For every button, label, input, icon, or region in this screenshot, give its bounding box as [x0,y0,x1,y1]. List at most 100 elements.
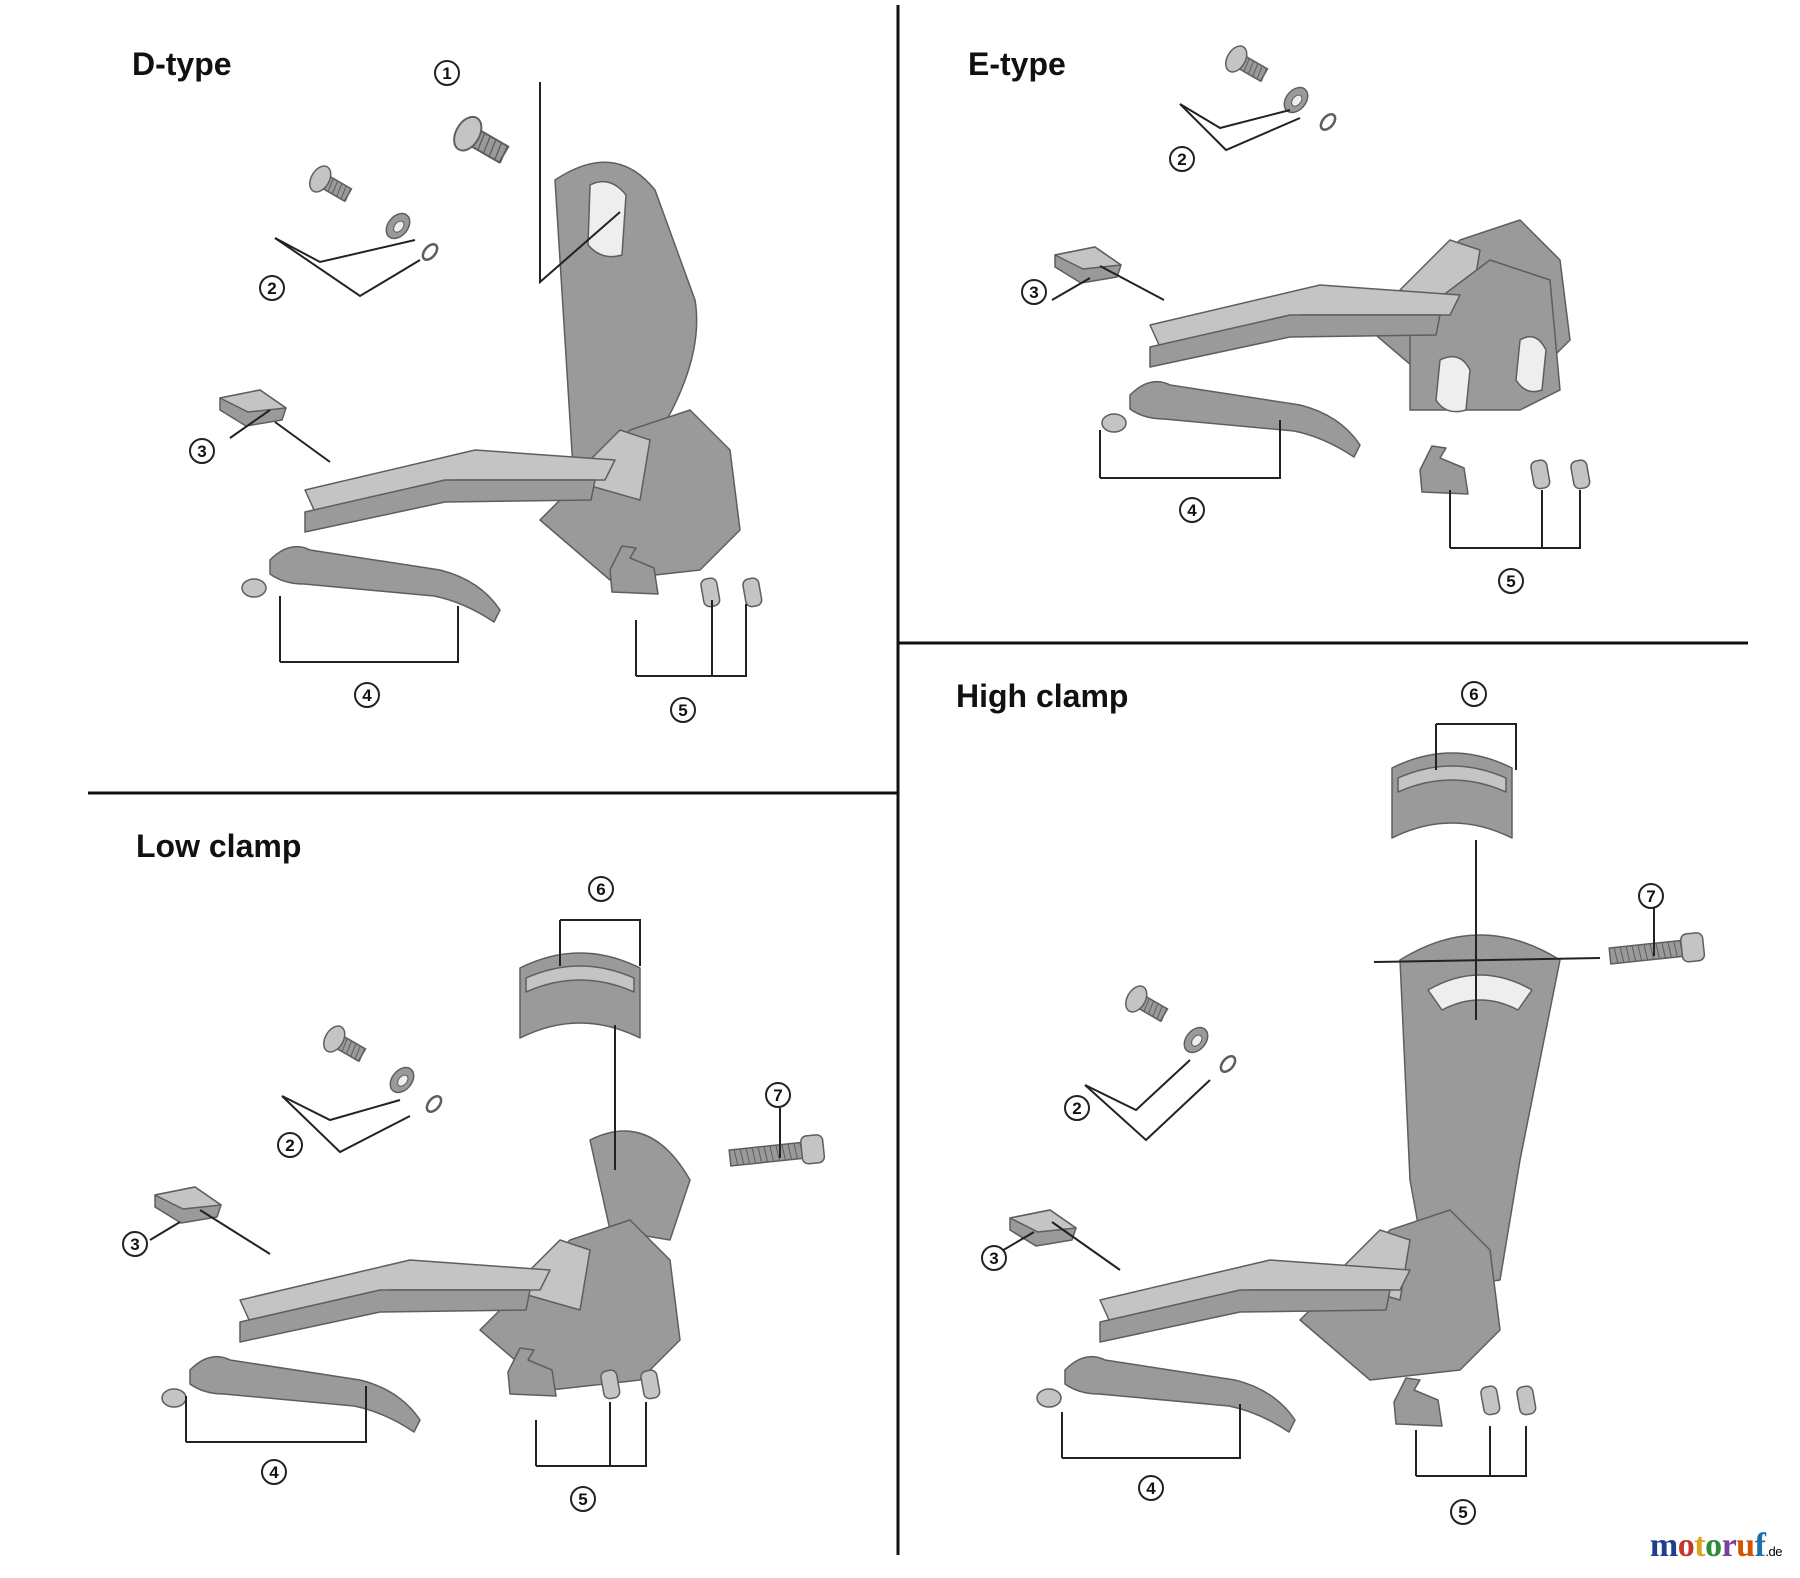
callout-number: 4 [269,1463,279,1482]
bolt-thread [331,180,339,195]
dtype-spring-a [700,577,721,608]
highclamp-mount-arm [1399,934,1561,1291]
bolt-thread [745,1148,751,1165]
bolt-thread [1243,58,1250,72]
bolt-thread [345,1040,353,1055]
etype-chain-guide-side [1149,314,1441,368]
bolt-shank [1608,939,1686,965]
callout-circle [1021,279,1047,305]
callout-circle [670,697,696,723]
dtype-leader-3a [229,409,271,439]
lowclamp-spring-b [640,1369,661,1400]
lowclamp-leader-3a [149,1221,181,1241]
highclamp-leader-3b [1051,1221,1121,1271]
lowclamp-cable-lever-screw [161,1388,187,1408]
bolt-thread [499,145,508,164]
bolt-thread [1152,1003,1159,1017]
dtype-leader-5a [636,604,747,677]
callout-number: 2 [1177,150,1186,169]
callout-number: 3 [989,1249,998,1268]
etype-washer-hole [1291,94,1303,107]
bolt-thread [327,178,334,192]
callout-etype-3: 3 [1021,279,1047,305]
callout-circle [1498,568,1524,594]
callout-circle [434,60,460,86]
highclamp-cable-lever-screw [1036,1388,1062,1408]
watermark-logo: motoruf.de [1649,1527,1783,1565]
bolt-thread [751,1147,757,1164]
highclamp-leader-4a [1062,1404,1241,1459]
etype-leader-2a [1179,103,1291,130]
callout-circle [1138,1475,1164,1501]
etype-plate-slot-2 [1515,335,1547,393]
bolt-thread [793,1143,798,1160]
bolt-thread [763,1146,769,1163]
callout-dtype-5: 5 [670,697,696,723]
lowclamp-washer-hole [397,1074,409,1087]
callout-highclamp-7: 7 [1638,883,1664,909]
callout-circle [261,1459,287,1485]
bolt-thread [1619,946,1625,963]
lowclamp-adjust-bolt [323,1025,367,1063]
callout-number: 7 [1646,887,1655,906]
bolt-thread [739,1148,745,1165]
dtype-spring-b [742,577,763,608]
dtype-cable-lever-screw [241,578,267,598]
highclamp-spring-a [1480,1385,1501,1416]
leaders-layer [149,82,1655,1477]
callout-dtype-1: 1 [434,60,460,86]
watermark-brand: motoruf [1649,1527,1766,1564]
bolt-thread [1252,63,1259,77]
highclamp-arm-opening [1427,974,1533,1011]
etype-cable-lever [1129,380,1361,458]
bolt-thread [341,1038,348,1052]
highclamp-ring [1219,1055,1237,1073]
callout-etype-2: 2 [1169,146,1195,172]
bolt-thread [1260,68,1268,82]
lowclamp-cable-pad-top [154,1186,222,1210]
lowclamp-leader-2a [281,1095,401,1122]
bolt-thread [1649,943,1655,960]
etype-cable-pad-top [1054,246,1122,270]
lowclamp-clamp-bolt [728,1134,826,1167]
bolt-thread [488,139,497,157]
etype-cable-clip [1419,445,1469,495]
etype-leader-3b [1099,265,1165,301]
highclamp-chain-guide-side [1099,1289,1391,1343]
callout-highclamp-4: 4 [1138,1475,1164,1501]
dtype-ring [421,243,439,261]
bolt-thread [358,1048,366,1062]
bolt-thread [494,142,503,161]
bolt-thread [336,183,343,197]
callout-number: 4 [1187,501,1197,520]
bolt-thread [1625,946,1631,963]
etype-spring-a [1530,459,1551,490]
bolt-thread [477,132,486,151]
callout-highclamp-5: 5 [1450,1499,1476,1525]
callout-circle [259,275,285,301]
watermark-suffix: .de [1765,1544,1782,1559]
bolt-thread [1147,1000,1155,1015]
bolt-thread [1631,945,1637,962]
highclamp-cable-lever [1064,1355,1296,1433]
bolt-head [799,1134,826,1165]
callout-number: 4 [362,686,372,705]
bolt-thread [1256,65,1263,80]
panel-title-low-clamp: Low clamp [136,828,302,864]
callout-number: 3 [130,1235,139,1254]
bolt-thread [340,185,347,200]
highclamp-leader-6d [1373,957,1601,963]
callout-number: 5 [1458,1503,1467,1522]
etype-cable-lever-screw [1101,413,1127,433]
callout-number: 5 [678,701,687,720]
callout-circle [189,438,215,464]
bolt-thread [769,1145,775,1162]
callout-dtype-3: 3 [189,438,215,464]
lowclamp-leader-5a [536,1402,647,1467]
callout-circle [570,1486,596,1512]
callout-circle [122,1231,148,1257]
callout-number: 5 [1506,572,1515,591]
